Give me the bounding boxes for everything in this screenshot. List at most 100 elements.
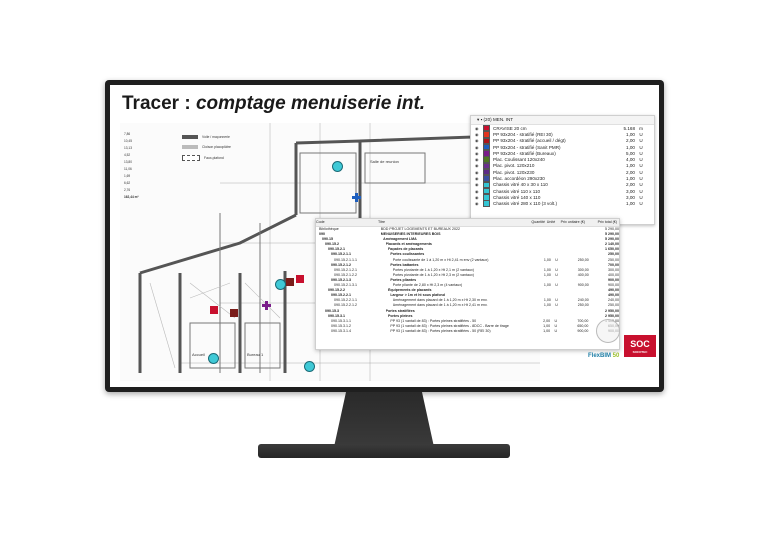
layers-panel-title: (20) MEN. INT <box>483 117 514 122</box>
glazed-frame-marker[interactable] <box>275 279 286 290</box>
col-title[interactable]: Titre <box>378 220 386 224</box>
legend-key-label: Cloison placoplâtre <box>202 145 231 149</box>
eye-icon[interactable]: ◉ <box>475 144 479 150</box>
quantity-table-panel[interactable]: Code Titre Quantité Unité Prix unitaire … <box>315 218 620 350</box>
cell-qty: 1,00 <box>543 303 551 308</box>
cell-pu: 400,00 <box>577 272 589 277</box>
layer-color-swatch <box>483 200 490 207</box>
col-unit-price[interactable]: Prix unitaire (€) <box>560 220 585 224</box>
door-marker[interactable] <box>210 306 218 314</box>
cell-code: 090.15.2.1.3 <box>331 277 351 282</box>
cell-title: Aménagement dans placard de 1 à 1,20 m x… <box>392 298 488 303</box>
layer-name: PP 93x204 - stratifié (accueil / dégt) <box>493 138 566 144</box>
eye-icon[interactable]: ◉ <box>475 201 479 207</box>
cell-pt: 1 650,00 <box>604 247 619 252</box>
legend-value: 7,86 <box>124 132 131 136</box>
layer-color-swatch <box>483 150 490 157</box>
layer-qty: 5,00 <box>626 150 635 156</box>
eye-icon[interactable]: ◉ <box>475 125 479 131</box>
door-marker[interactable] <box>286 278 294 286</box>
cell-unit: U <box>555 298 558 303</box>
cell-pt: 700,00 <box>608 262 620 267</box>
col-code[interactable]: Code <box>316 220 325 224</box>
eye-icon[interactable]: ◉ <box>475 176 479 182</box>
col-total-price[interactable]: Prix total (€) <box>597 220 617 224</box>
eye-icon[interactable]: ◉ <box>475 131 479 137</box>
cell-pu: 900,00 <box>577 328 589 333</box>
cell-code: 090.15.2.2 <box>328 288 345 293</box>
cell-pu: 300,00 <box>577 267 589 272</box>
layer-qty: 3,00 <box>626 188 635 194</box>
legend-key-row: Cloison placoplâtre <box>182 145 231 149</box>
cell-pt: 900,00 <box>608 277 620 282</box>
layer-unit: U <box>639 188 643 194</box>
layer-qty: 1,00 <box>626 176 635 182</box>
cell-qty: 1,00 <box>543 323 551 328</box>
eye-icon[interactable]: ◉ <box>475 194 479 200</box>
eye-icon[interactable]: ◉ <box>475 150 479 156</box>
cell-qty: 1,00 <box>543 298 551 303</box>
layer-qty: 1,00 <box>626 131 635 137</box>
cell-title: Portes pivotante de 1 à 1,20 x Ht 2,1 m … <box>392 267 475 272</box>
cell-pt: 900,00 <box>608 283 619 288</box>
glazed-frame-marker[interactable] <box>304 361 315 372</box>
door-marker[interactable] <box>296 275 304 283</box>
sliding-door-marker[interactable] <box>262 301 271 310</box>
eye-icon[interactable]: ◉ <box>475 169 479 175</box>
eye-icon[interactable]: ◉ <box>475 138 479 144</box>
cell-unit: U <box>554 328 558 333</box>
layer-row[interactable]: ◉PP 93x204 - stratifié (accueil / dégt)2… <box>471 137 654 144</box>
glazed-frame-marker[interactable] <box>332 161 343 172</box>
col-qty[interactable]: Quantité <box>531 220 545 224</box>
room-label-2: Salle de reunion <box>370 159 399 164</box>
door-marker[interactable] <box>230 309 238 317</box>
layer-unit: U <box>639 144 643 150</box>
layer-qty: 1,00 <box>626 163 635 169</box>
col-unit[interactable]: Unité <box>546 220 556 224</box>
eye-icon[interactable]: ◉ <box>475 157 479 163</box>
eye-icon[interactable]: ◉ <box>475 182 479 188</box>
cell-title: Porte pliante de 2,80 x Ht 2,3 m (4 vant… <box>392 283 463 288</box>
layer-color-swatch <box>483 156 490 163</box>
eye-icon[interactable]: ◉ <box>475 188 479 194</box>
glazed-frame-marker[interactable] <box>208 353 219 364</box>
monitor-stand-base <box>258 444 510 458</box>
sliding-door-marker[interactable] <box>352 193 361 202</box>
layer-name: CRAVISE 20 cm <box>493 125 527 131</box>
eye-icon[interactable]: ◉ <box>475 163 479 169</box>
layers-panel-header[interactable]: ▾ ▪ (20) MEN. INT <box>471 116 654 125</box>
